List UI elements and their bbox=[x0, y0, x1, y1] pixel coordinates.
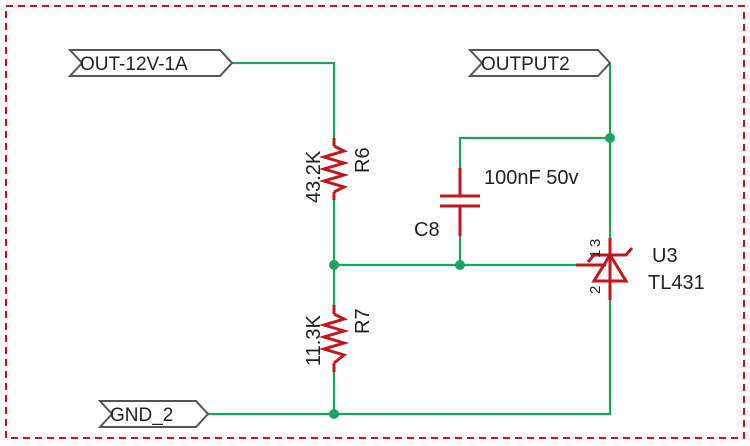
junction-dot bbox=[455, 260, 465, 270]
u3-ref: U3 bbox=[652, 245, 678, 267]
r7-ref: R7 bbox=[352, 308, 374, 334]
r7-value: 11.3K bbox=[303, 315, 325, 366]
junction-dot bbox=[329, 260, 339, 270]
port-out-12v-label: OUT-12V-1A bbox=[80, 54, 188, 75]
port-gnd-label: GND_2 bbox=[110, 405, 173, 426]
wires bbox=[208, 61, 612, 416]
capacitor-c8: 100nF 50v C8 bbox=[414, 167, 579, 241]
sheet-frame bbox=[5, 5, 745, 439]
port-gnd: GND_2 bbox=[97, 400, 210, 428]
u3-part: TL431 bbox=[648, 272, 705, 294]
shunt-regulator-u3: 1 3 2 U3 TL431 bbox=[576, 238, 705, 300]
port-out-12v: OUT-12V-1A bbox=[67, 49, 234, 77]
wire-gnd bbox=[208, 300, 612, 416]
resistor-r6: 43.2K R6 bbox=[303, 138, 374, 203]
junction-dot bbox=[605, 133, 615, 143]
port-output2: OUTPUT2 bbox=[467, 49, 612, 77]
resistor-r7: 11.3K R7 bbox=[303, 305, 374, 372]
u3-pin1: 1 bbox=[587, 250, 604, 258]
u3-pin3: 3 bbox=[587, 239, 604, 247]
wire-out12v bbox=[232, 61, 336, 138]
u3-pin2: 2 bbox=[587, 286, 604, 294]
port-output2-label: OUTPUT2 bbox=[481, 54, 570, 75]
junction-dot bbox=[329, 409, 339, 419]
c8-ref: C8 bbox=[414, 219, 440, 241]
r6-value: 43.2K bbox=[303, 150, 325, 203]
r6-ref: R6 bbox=[352, 147, 374, 173]
c8-value: 100nF 50v bbox=[484, 167, 579, 189]
